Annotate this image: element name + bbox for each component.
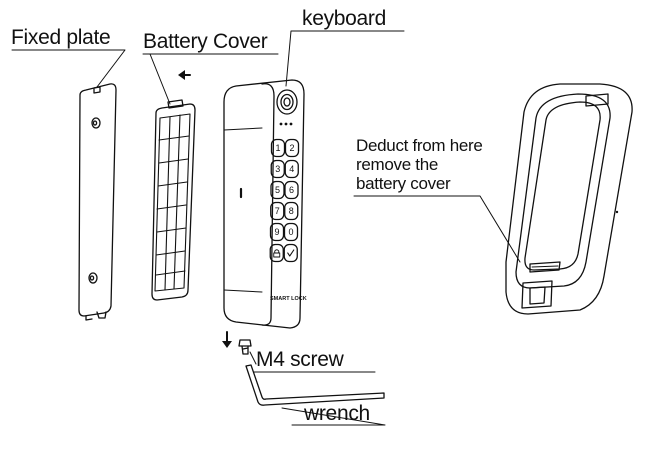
- lock-icon: [273, 249, 281, 258]
- m4-screw: [238, 339, 252, 355]
- keypad-key: [284, 159, 299, 179]
- label-wrench: wrench: [304, 402, 370, 425]
- keypad-key: [269, 243, 284, 263]
- keypad-key: [270, 201, 285, 221]
- label-keyboard: keyboard: [302, 7, 386, 30]
- battery-housing: [505, 83, 633, 315]
- hex-wrench: [245, 364, 385, 406]
- keypad-key: [283, 243, 298, 263]
- keypad-key: [269, 222, 285, 242]
- leader-lines: [11, 30, 521, 426]
- keypad-key-label: 5: [275, 185, 280, 195]
- arrow-left: [178, 70, 191, 80]
- keypad-key-label: 2: [289, 143, 294, 153]
- keypad-key-label: 3: [275, 164, 280, 174]
- brand-label: SMART LOCK: [270, 296, 307, 302]
- keypad-key: [284, 201, 299, 221]
- keypad-key-label: 0: [288, 227, 293, 237]
- plate-hole-top: [91, 117, 101, 129]
- keypad-key-label: 1: [275, 143, 280, 153]
- label-deduct-line2: remove the: [356, 155, 439, 174]
- label-fixed-plate: Fixed plate: [11, 26, 111, 49]
- label-battery-cover: Battery Cover: [143, 30, 268, 53]
- leader-keyboard: [285, 30, 405, 87]
- keypad-key: [283, 222, 299, 242]
- label-deduct-line1: Deduct from here: [356, 136, 483, 155]
- keypad-key: [284, 180, 299, 200]
- leader-battery-cover: [149, 53, 171, 105]
- keypad-key: [270, 159, 285, 179]
- keypad-key-label: 4: [289, 164, 294, 174]
- arrow-down: [222, 331, 232, 348]
- leader-m4-screw: [249, 351, 257, 365]
- keypad-key-label: 6: [289, 185, 294, 195]
- check-icon: [287, 249, 295, 257]
- keypad-key: [270, 138, 286, 158]
- leader-wrench: [281, 407, 386, 426]
- keypad-key-label: 8: [289, 206, 294, 216]
- keypad-key-label: 7: [275, 206, 280, 216]
- fixed-plate: [78, 83, 117, 321]
- fingerprint-sensor: [276, 89, 298, 115]
- label-deduct-line3: battery cover: [356, 174, 451, 193]
- leader-deduct: [353, 195, 521, 263]
- battery-cell-grid: [154, 113, 191, 292]
- leader-fixed-plate: [11, 49, 126, 88]
- keypad-key: [270, 180, 285, 200]
- label-m4-screw: M4 screw: [256, 348, 344, 371]
- keypad-key: [284, 138, 300, 158]
- keypad-key-label: 9: [274, 227, 279, 237]
- plate-hole-bottom: [88, 272, 98, 284]
- battery-cover: [151, 99, 196, 301]
